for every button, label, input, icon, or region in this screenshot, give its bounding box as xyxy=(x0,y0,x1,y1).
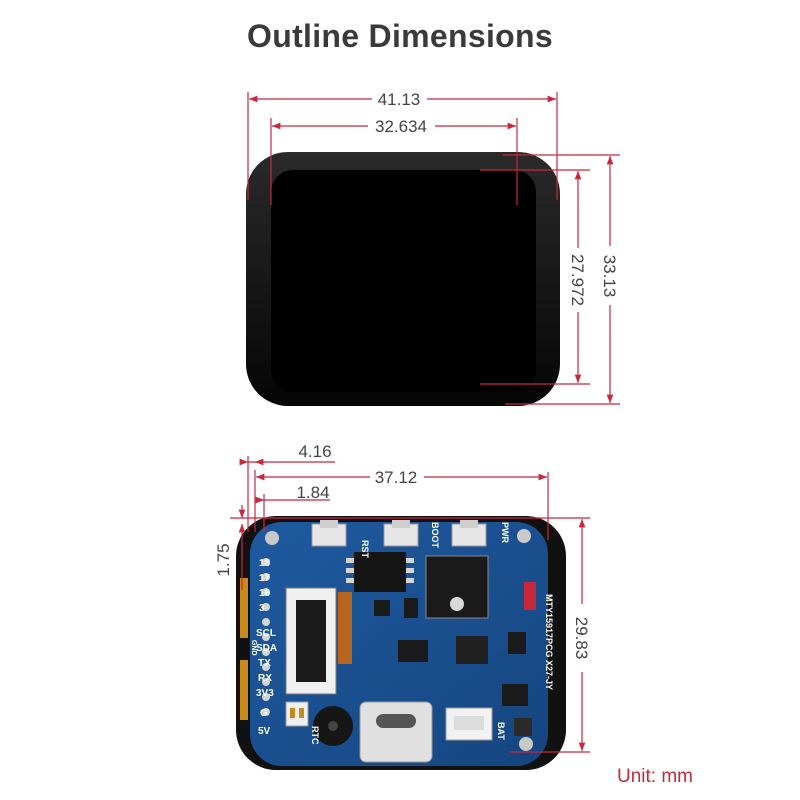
button-rst xyxy=(311,520,347,547)
page-title: Outline Dimensions xyxy=(247,18,553,54)
pin-label: SDA xyxy=(256,643,277,654)
pin-label: 16 xyxy=(259,588,271,599)
dim-screen-height: 27.972 xyxy=(568,254,587,306)
pin-label: 3V3 xyxy=(256,688,274,699)
unit-label: Unit: mm xyxy=(617,766,693,787)
usb-c-port xyxy=(359,701,433,763)
button-pwr xyxy=(451,520,487,547)
fpc-connector xyxy=(285,587,352,695)
pin-label: G xyxy=(260,708,268,719)
bat-connector xyxy=(445,707,493,741)
pcb-back-view: 18 17 16 3 SCL SDA TX RX 3V3 G 5V RST BO… xyxy=(236,516,566,770)
pin-label: 17 xyxy=(259,573,271,584)
bottom-view-dimensions xyxy=(230,456,590,753)
label-bat: BAT xyxy=(496,722,506,740)
top-view-dimensions xyxy=(247,92,620,405)
dim-corner-offset: 1.75 xyxy=(214,543,233,576)
dim-offset-inner: 1.84 xyxy=(296,483,329,502)
pin-label: TX xyxy=(258,658,271,669)
pin-label: SCL xyxy=(256,628,276,639)
label-gnd: GND xyxy=(250,640,257,656)
label-rst: RST xyxy=(360,540,370,559)
flash-chip xyxy=(346,552,414,592)
pin-label: RX xyxy=(258,673,272,684)
pin-label: 3 xyxy=(259,603,265,614)
label-boot: BOOT xyxy=(430,522,440,549)
component-red-switch xyxy=(524,582,536,610)
header-pads xyxy=(262,558,270,716)
pin-label: 18 xyxy=(259,558,271,569)
flex-cable-left xyxy=(240,578,248,638)
mount-hole-bottom-right xyxy=(519,737,533,751)
label-pwr: PWR xyxy=(500,522,510,543)
pin-label: 5V xyxy=(258,726,271,737)
component-inductor xyxy=(404,598,418,618)
mount-hole-top-left xyxy=(265,531,279,545)
flex-cable-left-2 xyxy=(240,660,248,720)
button-boot xyxy=(383,520,419,547)
dim-overall-width: 41.13 xyxy=(378,90,421,109)
pin-labels: 18 17 16 3 SCL SDA TX RX 3V3 G 5V xyxy=(256,558,277,737)
component-imu xyxy=(398,640,428,662)
dim-board-height: 29.83 xyxy=(572,617,591,660)
component-pmic xyxy=(456,636,488,664)
component-regulator xyxy=(508,632,526,654)
mcu-chip xyxy=(425,555,489,619)
rtc-connector xyxy=(285,701,309,727)
display-front-view xyxy=(246,152,560,406)
component-mosfet xyxy=(502,684,528,706)
dim-board-width: 37.12 xyxy=(375,468,418,487)
label-model: MTY15917PCG X27-JY xyxy=(544,594,554,690)
component-ic-small xyxy=(374,600,390,616)
dim-offset-outer: 4.16 xyxy=(298,442,331,461)
label-rtc: RTC xyxy=(310,726,320,745)
dim-overall-height: 33.13 xyxy=(600,255,619,298)
dim-screen-width: 32.634 xyxy=(375,117,427,136)
component-charger xyxy=(514,718,532,736)
display-screen xyxy=(271,170,536,392)
mount-hole-top-right xyxy=(517,529,531,543)
